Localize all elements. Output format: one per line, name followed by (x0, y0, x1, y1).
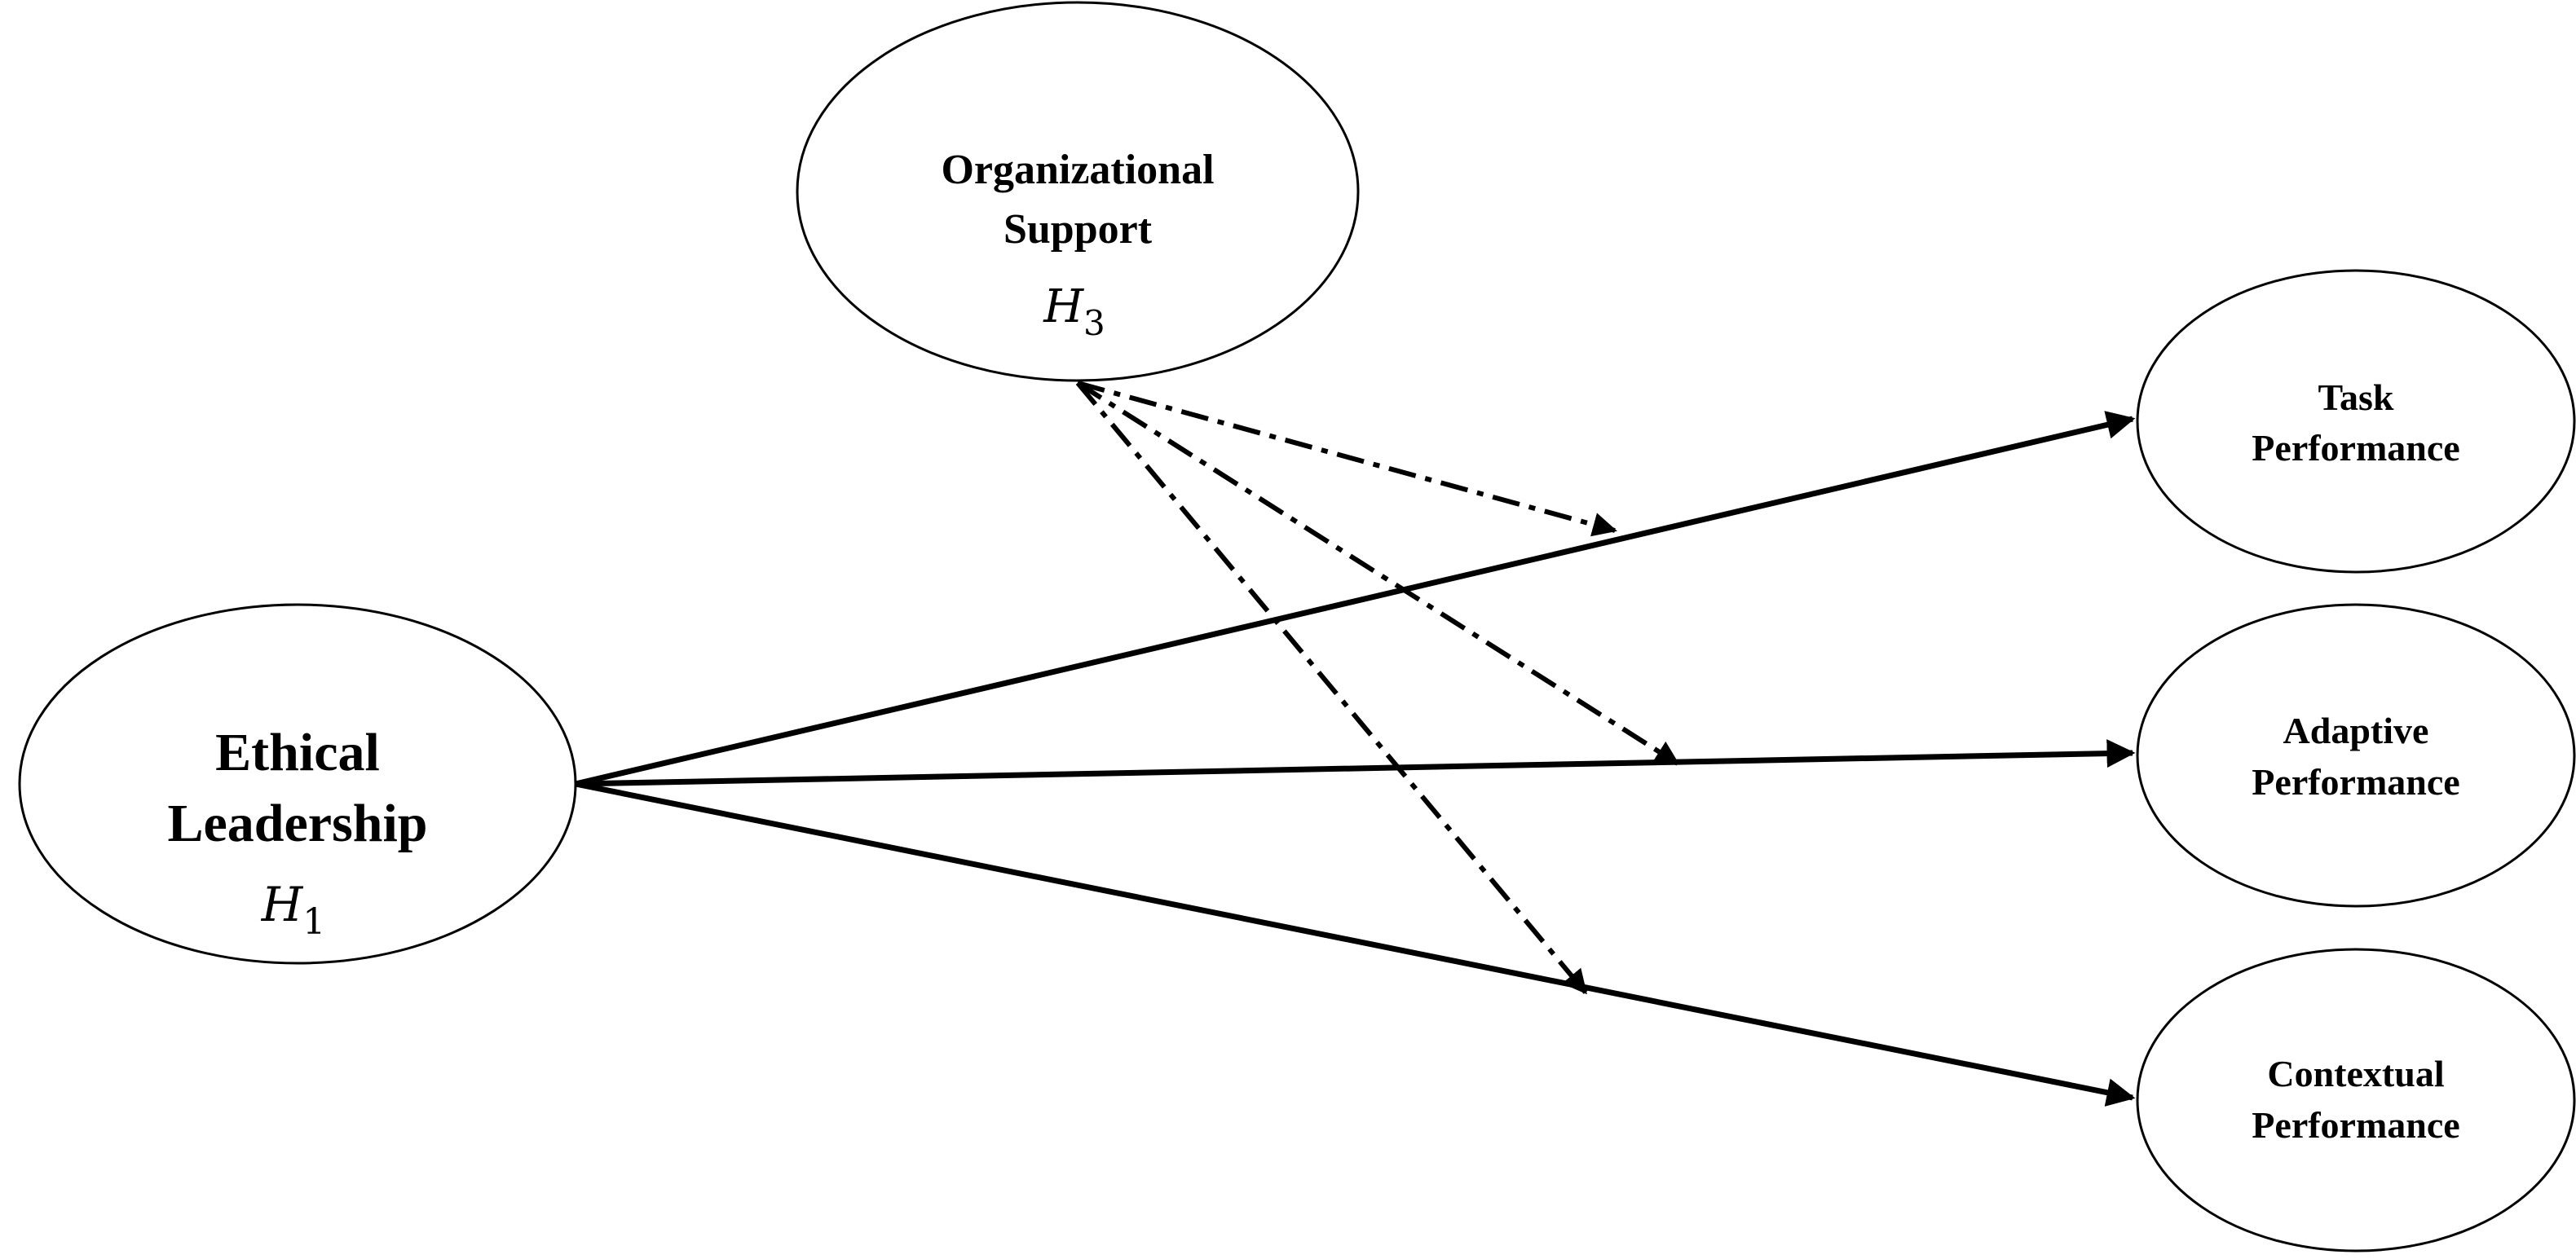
moderation-path-to-task (1077, 381, 1617, 537)
node-task-performance: Task Performance (2136, 269, 2576, 574)
ethical-leadership-line2: Leadership (167, 794, 427, 853)
hypothesis-h1-label: H1 (261, 877, 326, 943)
adaptive-performance-line2: Performance (2252, 761, 2459, 803)
node-ethical-leadership: Ethical Leadership H1 (18, 603, 577, 965)
node-adaptive-performance: Adaptive Performance (2136, 603, 2576, 908)
organizational-support-line1: Organizational (941, 147, 1214, 193)
task-performance-line1: Task (2318, 376, 2394, 418)
hypothesis-h3-label: H3 (1043, 280, 1105, 343)
contextual-performance-line2: Performance (2252, 1104, 2459, 1146)
organizational-support-line2: Support (1003, 206, 1153, 253)
node-organizational-support: Organizational Support H3 (796, 1, 1360, 382)
contextual-performance-line1: Contextual (2267, 1053, 2444, 1094)
path-ethical-to-contextual (575, 781, 2136, 1107)
path-ethical-to-task (575, 411, 2136, 787)
moderation-path-to-contextual (1075, 381, 1588, 995)
ethical-leadership-line1: Ethical (215, 723, 380, 782)
task-performance-line2: Performance (2252, 427, 2459, 469)
path-ethical-to-adaptive (575, 739, 2136, 787)
moderation-path-to-adaptive (1076, 381, 1680, 766)
node-contextual-performance: Contextual Performance (2136, 948, 2576, 1252)
adaptive-performance-line1: Adaptive (2283, 710, 2429, 751)
